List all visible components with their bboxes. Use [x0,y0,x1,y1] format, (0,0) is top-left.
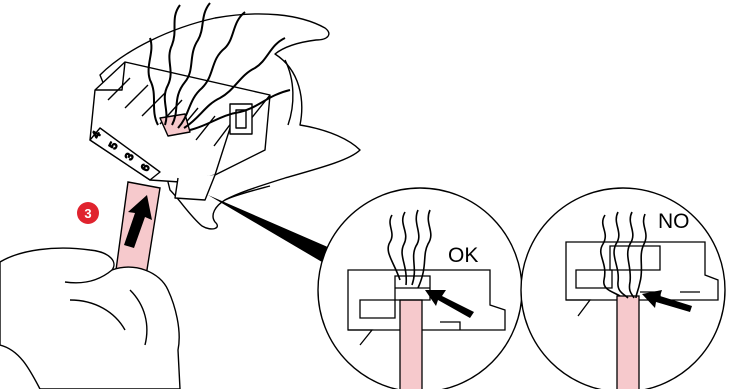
lower-hand [0,248,180,389]
detail-no-label: NO [658,210,690,233]
step-number: 3 [84,206,91,221]
detail-ok: OK [318,188,522,389]
detail-ok-label: OK [448,244,478,267]
callout-pointer [208,195,330,262]
step-badge: 3 [77,202,99,224]
detail-no: NO [521,188,725,389]
